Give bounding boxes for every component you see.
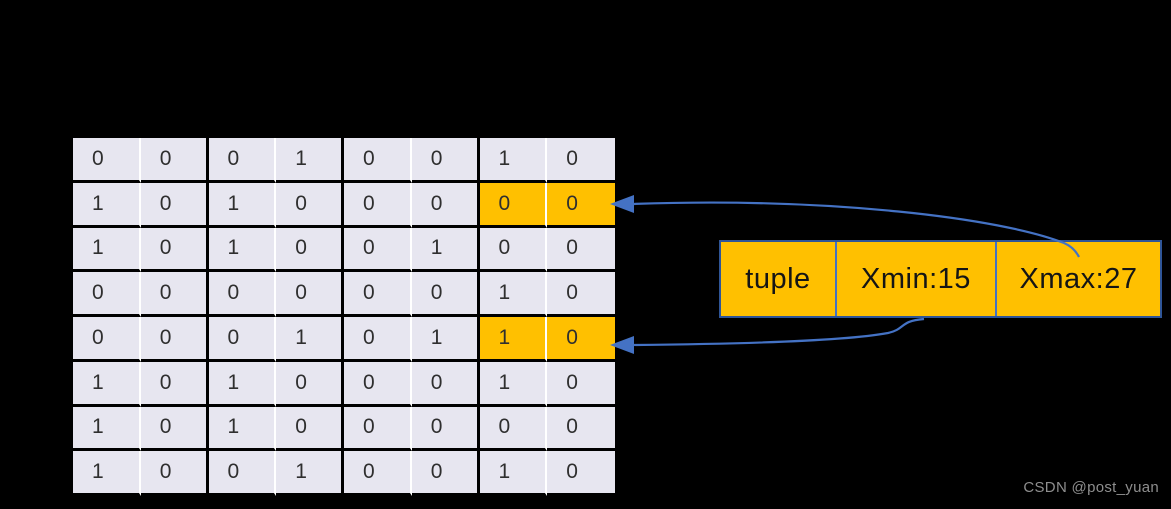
- matrix-cell: 0: [344, 182, 412, 228]
- matrix-cell: 1: [411, 317, 480, 362]
- matrix-cell: 0: [140, 227, 209, 273]
- matrix-cell: 1: [73, 406, 141, 452]
- matrix-cell: 0: [344, 227, 412, 273]
- matrix-cell: 0: [547, 361, 615, 407]
- tuple-xmin-cell: Xmin:15: [835, 242, 995, 316]
- matrix-cell: 0: [276, 182, 344, 228]
- arrow-to-row-5: [610, 317, 925, 354]
- tuple-label-cell: tuple: [745, 262, 811, 295]
- matrix-cell: 1: [208, 361, 277, 407]
- matrix-cell: 1: [276, 317, 344, 362]
- matrix-cell: 0: [276, 361, 344, 407]
- matrix-cell: 0: [411, 361, 480, 407]
- matrix-cell: 0: [344, 406, 412, 452]
- matrix-cell: 1: [73, 227, 141, 273]
- matrix-cell: 1: [73, 361, 141, 407]
- matrix-cell: 0: [140, 406, 209, 452]
- matrix-cell: 0: [547, 451, 615, 496]
- matrix-cell: 1: [479, 361, 548, 407]
- matrix-cell: 0: [479, 182, 548, 228]
- matrix-cell: 0: [411, 451, 480, 496]
- matrix-cell: 0: [208, 272, 277, 317]
- tuple-box: tuple Xmin:15 Xmax:27: [719, 240, 1162, 318]
- matrix-cell: 0: [140, 182, 209, 228]
- matrix-cell: 0: [547, 138, 615, 183]
- matrix-cell: 0: [276, 272, 344, 317]
- matrix-cell: 0: [547, 227, 615, 273]
- matrix-cell: 0: [411, 406, 480, 452]
- matrix-cell: 1: [411, 227, 480, 273]
- matrix-cell: 1: [208, 406, 277, 452]
- matrix-cell: 1: [479, 138, 548, 183]
- matrix-cell: 1: [479, 317, 548, 362]
- matrix-cell: 0: [344, 361, 412, 407]
- matrix-cell: 0: [344, 317, 412, 362]
- matrix-cell: 0: [140, 272, 209, 317]
- matrix-cell: 0: [411, 182, 480, 228]
- watermark: CSDN @post_yuan: [1023, 479, 1159, 496]
- tuple-xmax-cell: Xmax:27: [995, 242, 1160, 316]
- matrix-cell: 0: [547, 406, 615, 452]
- matrix-cell: 0: [140, 361, 209, 407]
- matrix-cell: 0: [73, 272, 141, 317]
- matrix-cell: 1: [479, 451, 548, 496]
- matrix-cell: 0: [344, 451, 412, 496]
- matrix-cell: 0: [547, 182, 615, 228]
- matrix-cell: 1: [276, 451, 344, 496]
- matrix-cell: 0: [344, 138, 412, 183]
- matrix-cell: 0: [208, 138, 277, 183]
- matrix-cell: 1: [208, 182, 277, 228]
- matrix-cell: 0: [73, 138, 141, 183]
- matrix-cell: 0: [547, 272, 615, 317]
- matrix-cell: 1: [479, 272, 548, 317]
- matrix-cell: 0: [73, 317, 141, 362]
- arrow-curve-bottom: [631, 317, 925, 347]
- matrix-cell: 0: [276, 406, 344, 452]
- matrix-cell: 0: [140, 138, 209, 183]
- matrix-cell: 0: [411, 272, 480, 317]
- matrix-cell: 0: [140, 317, 209, 362]
- matrix-cell: 0: [208, 317, 277, 362]
- matrix-cell: 1: [208, 227, 277, 273]
- matrix-cell: 0: [479, 227, 548, 273]
- matrix-cell: 0: [547, 317, 615, 362]
- matrix-cell: 1: [73, 451, 141, 496]
- matrix-cell: 0: [479, 406, 548, 452]
- matrix-cell: 0: [140, 451, 209, 496]
- matrix-cell: 1: [276, 138, 344, 183]
- matrix-cell: 0: [344, 272, 412, 317]
- matrix-cell: 0: [411, 138, 480, 183]
- matrix-cell: 0: [276, 227, 344, 273]
- matrix-cell: 1: [73, 182, 141, 228]
- matrix-cell: 0: [208, 451, 277, 496]
